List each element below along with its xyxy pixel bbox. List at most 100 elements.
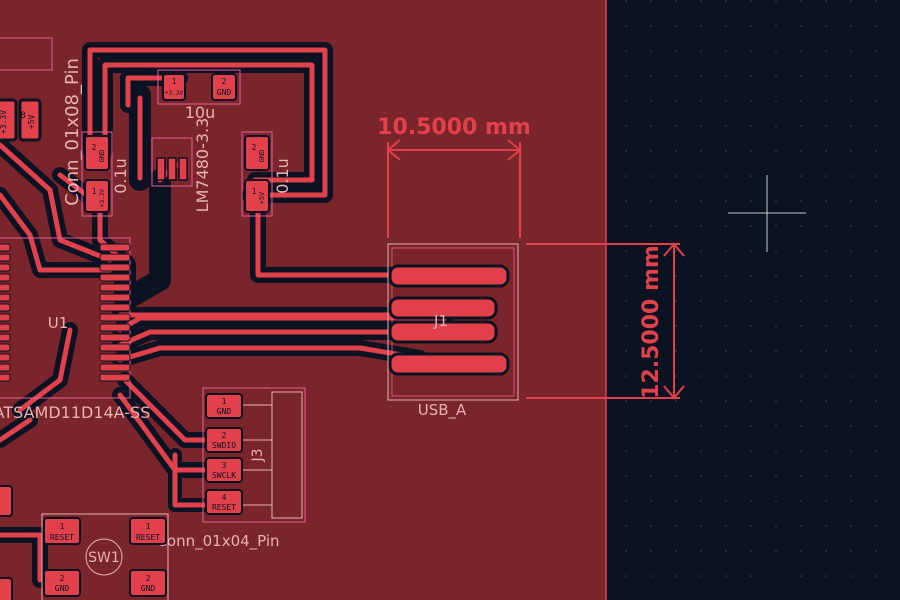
mcu-pin[interactable]: [0, 373, 11, 382]
pin[interactable]: [178, 157, 188, 181]
pad-2-net: GND: [217, 88, 232, 97]
mcu-pin[interactable]: [99, 373, 131, 382]
capacitor-10u-value: 10u: [185, 103, 216, 122]
j3-pad-4-net: RESET: [212, 503, 236, 512]
pad-2[interactable]: [84, 135, 110, 171]
pad-1-number: 1: [252, 187, 257, 196]
mcu-pin[interactable]: [99, 363, 131, 372]
mcu-pin[interactable]: [0, 323, 11, 332]
courtyard: [157, 69, 241, 105]
usb-pad-1[interactable]: [388, 264, 510, 288]
j3-pad-3[interactable]: [205, 457, 243, 483]
sw1-pad-1b-net: RESET: [136, 533, 160, 542]
mcu-pin[interactable]: [99, 273, 131, 282]
mcu-pin[interactable]: [99, 313, 131, 322]
pin[interactable]: [167, 157, 177, 181]
pad-1[interactable]: [84, 179, 110, 213]
capacitor-01u-left[interactable]: 2 GND 1 +3.3V 0.1u: [81, 131, 130, 217]
pad-1[interactable]: [162, 73, 186, 101]
j3-pad-1-net: GND: [217, 407, 232, 416]
mcu-pin[interactable]: [0, 283, 11, 292]
sw1-pad-1a[interactable]: [43, 517, 81, 545]
mcu-u1[interactable]: U1 ATSAMD11D14A-SS: [0, 237, 150, 422]
pad-1-number: 1: [172, 77, 177, 86]
regulator-lm7480[interactable]: LM7480-3.3: [151, 118, 212, 213]
pad-2-number: 2: [252, 143, 257, 152]
pad-33v[interactable]: [0, 98, 18, 142]
mcu-pin[interactable]: [0, 263, 11, 272]
edge-pad[interactable]: [0, 577, 13, 600]
pad-33v-label: +3.3V: [0, 110, 8, 134]
j3-pad-2-net: SWDIO: [212, 441, 236, 450]
pad-1-net: +3.3V: [99, 189, 106, 207]
connector-j3[interactable]: 1 GND 2 SWDIO 3 SWCLK 4 RESET J3 Conn_01…: [156, 387, 306, 551]
courtyard: [391, 247, 515, 397]
mcu-pin[interactable]: [0, 243, 11, 252]
copper-tracks: [0, 47, 473, 583]
mcu-pin[interactable]: [0, 303, 11, 312]
courtyard: [151, 137, 193, 187]
mcu-pin[interactable]: [99, 283, 131, 292]
j3-reference: J3: [250, 448, 266, 462]
mcu-pin[interactable]: [0, 313, 11, 322]
sw1-pad-2b[interactable]: [129, 569, 167, 597]
mcu-pin[interactable]: [99, 343, 131, 352]
pad-1-number: 1: [92, 187, 97, 196]
dimension-arrow-top: [663, 242, 685, 257]
j3-pad-4[interactable]: [205, 489, 243, 515]
j3-pad-1[interactable]: [205, 393, 243, 419]
silkscreen-outline: [387, 243, 519, 401]
mcu-pin[interactable]: [0, 343, 11, 352]
courtyard: [0, 37, 53, 71]
sw1-pad-1a-number: 1: [60, 522, 65, 531]
dimension-width[interactable]: [386, 139, 522, 238]
regulator-value: LM7480-3.3: [193, 118, 212, 213]
courtyard: [241, 131, 273, 217]
dimension-height[interactable]: [526, 242, 685, 400]
courtyard: [81, 131, 113, 217]
mcu-pin[interactable]: [0, 293, 11, 302]
usb-a-connector-j1[interactable]: J1 USB_A: [387, 243, 519, 420]
mcu-pin[interactable]: [99, 263, 131, 272]
mcu-pin[interactable]: [99, 303, 131, 312]
usb-pad-4[interactable]: [388, 352, 510, 376]
switch-sw1[interactable]: 1 RESET 1 RESET 2 GND 2 GND SW1: [41, 513, 169, 600]
dimension-height-label: 12.5000 mm: [639, 245, 664, 399]
mcu-pin[interactable]: [99, 253, 131, 262]
mcu-pin[interactable]: [99, 333, 131, 342]
mcu-pin[interactable]: [99, 353, 131, 362]
mcu-pin[interactable]: [0, 273, 11, 282]
sw1-pad-1b[interactable]: [129, 517, 167, 545]
pin[interactable]: [156, 157, 166, 181]
mcu-pin[interactable]: [0, 353, 11, 362]
sw1-pad-2a-number: 2: [60, 574, 65, 583]
j3-pad-2[interactable]: [205, 427, 243, 453]
sw1-pad-2b-net: GND: [141, 584, 156, 593]
j3-pad-3-net: SWCLK: [212, 471, 236, 480]
pad-2[interactable]: [211, 73, 237, 101]
silkscreen-body: [271, 391, 303, 519]
pad-2[interactable]: [244, 135, 270, 171]
mcu-pin[interactable]: [0, 253, 11, 262]
pad-2-number: 2: [92, 143, 97, 152]
usb-pad-2[interactable]: [388, 296, 498, 320]
mcu-pin[interactable]: [0, 333, 11, 342]
mcu-pin[interactable]: [99, 323, 131, 332]
mcu-pin[interactable]: [99, 243, 131, 252]
sw1-pad-1b-number: 1: [146, 522, 151, 531]
mcu-pin[interactable]: [99, 293, 131, 302]
conn-01x08-footprint[interactable]: +3.3V 8 +5V Conn_01x08_Pin: [0, 37, 83, 206]
pad-1[interactable]: [244, 179, 270, 213]
pad-5v[interactable]: [18, 98, 42, 142]
conn-01x08-value: Conn_01x08_Pin: [62, 58, 83, 206]
mcu-pin[interactable]: [0, 363, 11, 372]
courtyard: [202, 387, 306, 523]
edge-pad[interactable]: [0, 485, 13, 517]
j3-pad-2-number: 2: [222, 431, 227, 440]
capacitor-10u[interactable]: 1 +3.3V 2 GND 10u: [157, 69, 241, 122]
sw1-pad-2a[interactable]: [43, 569, 81, 597]
capacitor-01u-right[interactable]: 2 GND 1 +5V 0.1u: [241, 131, 292, 217]
usb-pad-3[interactable]: [388, 320, 498, 344]
dimension-arrow-right: [507, 139, 522, 161]
